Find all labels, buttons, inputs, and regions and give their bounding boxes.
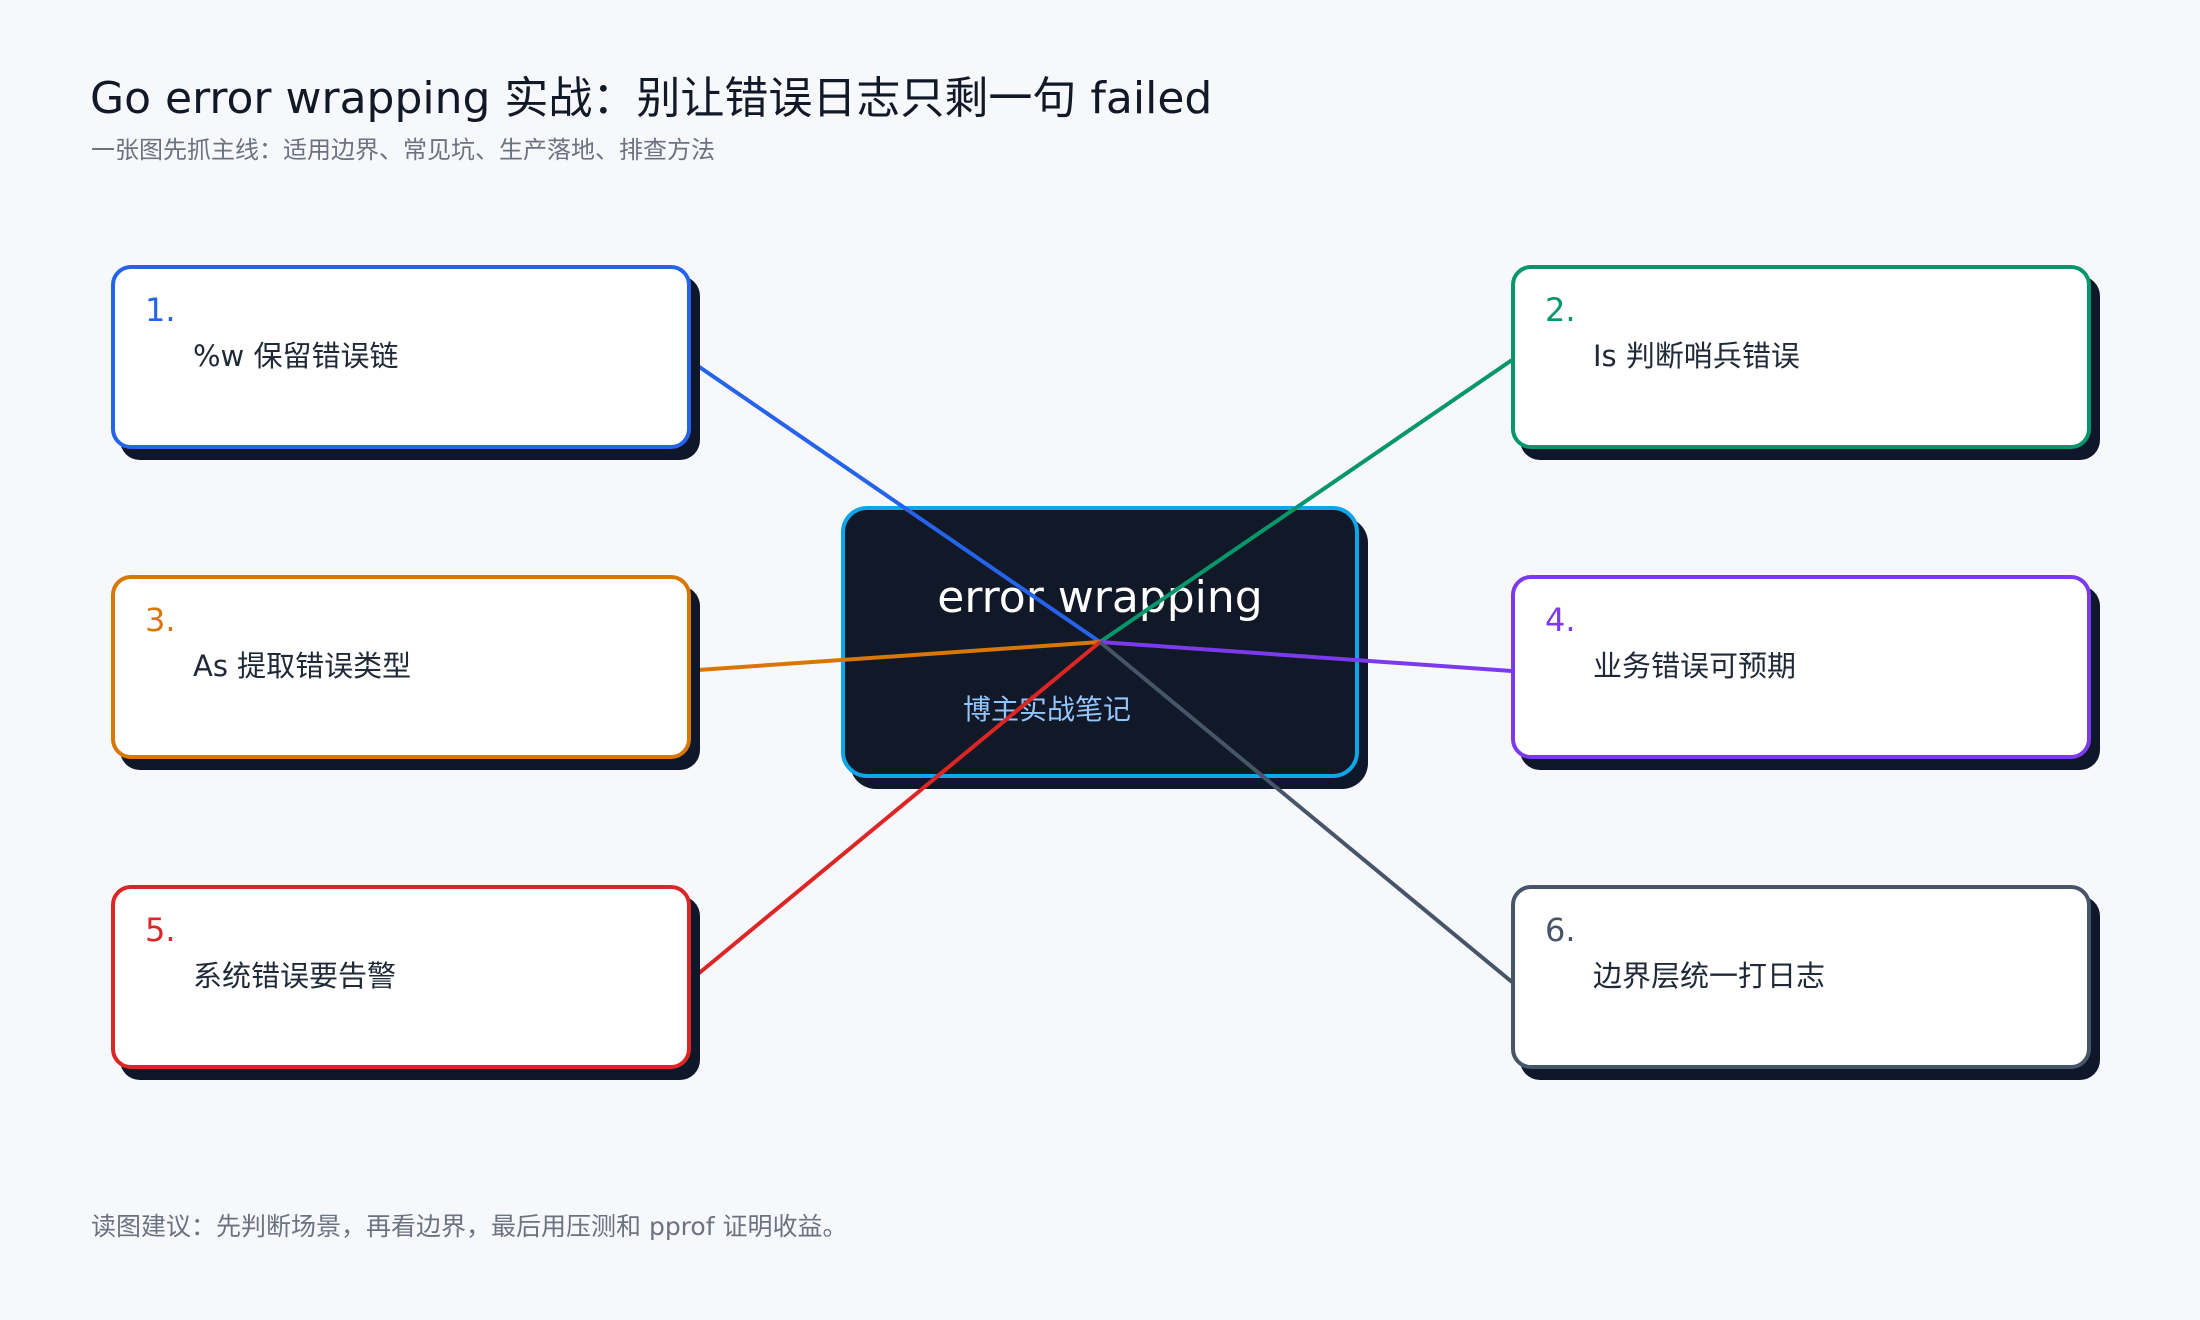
center-subtitle: 博主实战笔记 xyxy=(963,693,1132,726)
node-number: 6. xyxy=(1545,911,1576,949)
connector-1 xyxy=(696,364,1102,644)
node-number: 5. xyxy=(145,911,176,949)
node-card-2: 2. Is 判断哨兵错误 xyxy=(1511,265,2091,449)
node-card-1: 1. %w 保留错误链 xyxy=(111,265,691,449)
page-subtitle: 一张图先抓主线：适用边界、常见坑、生产落地、排查方法 xyxy=(91,136,715,164)
node-card-3: 3. As 提取错误类型 xyxy=(111,575,691,759)
node-label: Is 判断哨兵错误 xyxy=(1593,339,1800,373)
node-card-5: 5. 系统错误要告警 xyxy=(111,885,691,1069)
footer-note: 读图建议：先判断场景，再看边界，最后用压测和 pprof 证明收益。 xyxy=(91,1212,848,1241)
node-number: 3. xyxy=(145,601,176,639)
center-title: error wrapping xyxy=(937,572,1263,623)
node-label: 系统错误要告警 xyxy=(193,959,397,993)
node-number: 4. xyxy=(1545,601,1576,639)
center-node: error wrapping 博主实战笔记 xyxy=(841,506,1359,778)
connector-2 xyxy=(1098,358,1514,644)
page-title: Go error wrapping 实战：别让错误日志只剩一句 failed xyxy=(90,73,1213,124)
connector-5 xyxy=(696,640,1102,976)
node-number: 1. xyxy=(145,291,176,329)
connector-6 xyxy=(1098,640,1514,984)
node-label: 边界层统一打日志 xyxy=(1593,959,1826,993)
node-label: As 提取错误类型 xyxy=(193,649,412,683)
node-card-4: 4. 业务错误可预期 xyxy=(1511,575,2091,759)
node-number: 2. xyxy=(1545,291,1576,329)
connector-3 xyxy=(697,640,1101,672)
node-label: 业务错误可预期 xyxy=(1593,649,1797,683)
connector-4 xyxy=(1099,640,1513,673)
node-label: %w 保留错误链 xyxy=(193,339,399,373)
node-card-6: 6. 边界层统一打日志 xyxy=(1511,885,2091,1069)
